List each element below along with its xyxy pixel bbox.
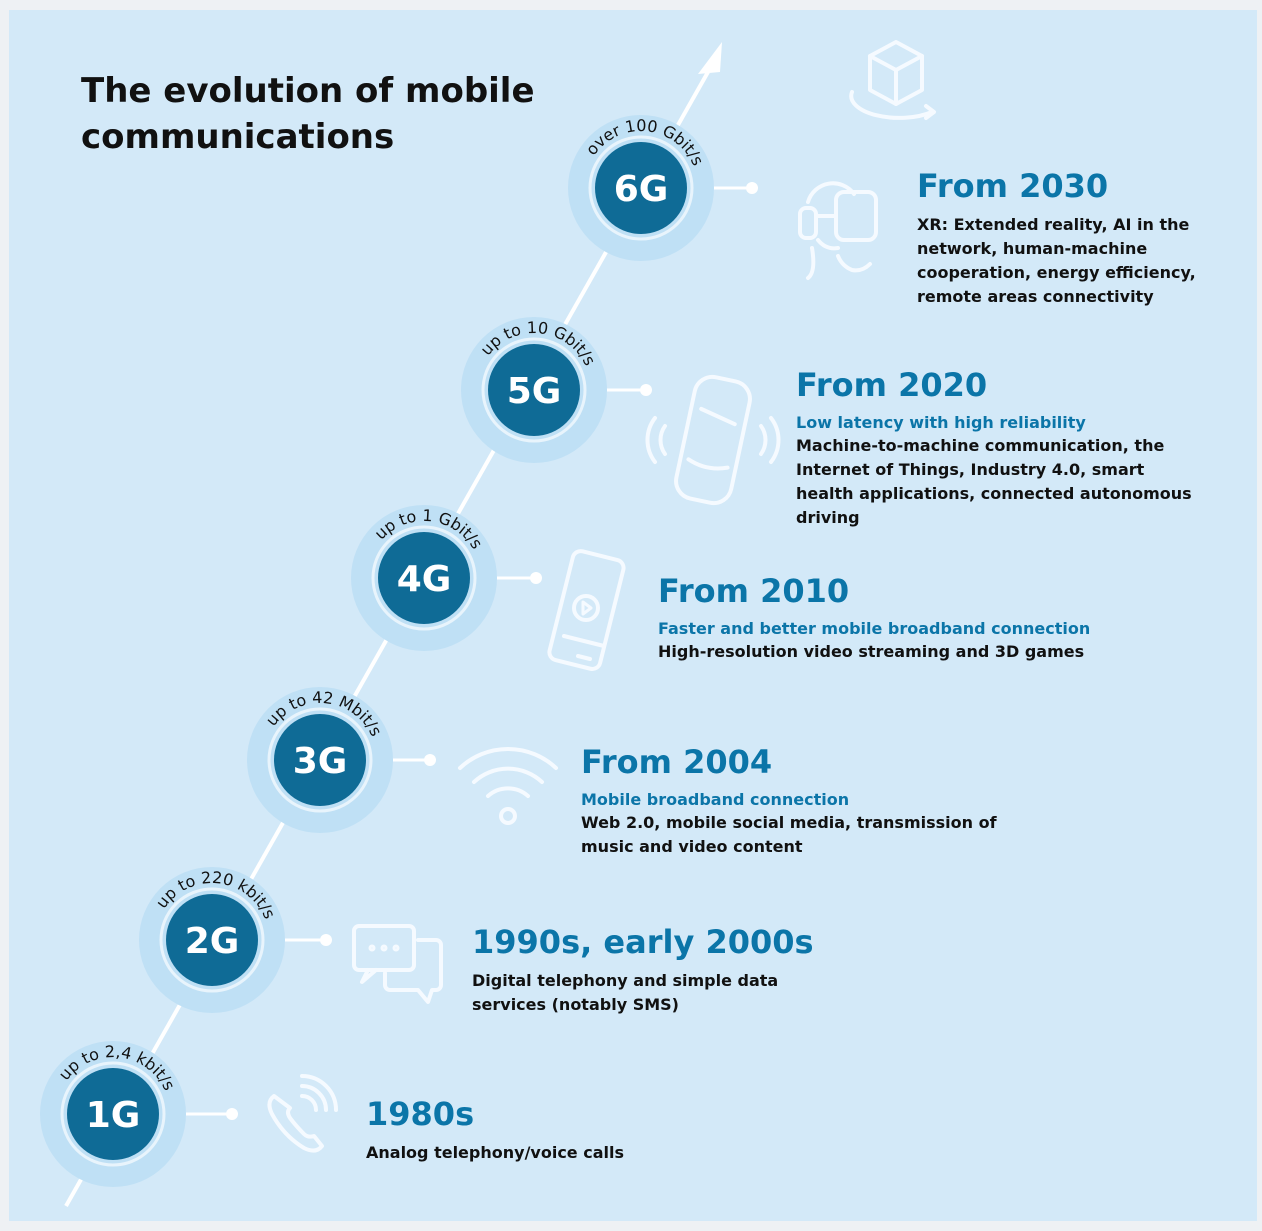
subtitle: Mobile broadband connection — [581, 790, 850, 809]
inner-ring — [159, 887, 265, 993]
smartphone-play-icon — [547, 549, 626, 671]
generation-circle — [274, 714, 366, 806]
inner-ring — [60, 1061, 166, 1167]
connector-dot — [746, 182, 758, 194]
subtitle: Low latency with high reliability — [796, 413, 1086, 432]
connector-dot — [424, 754, 436, 766]
connector-dot — [226, 1108, 238, 1120]
generation-circle — [67, 1068, 159, 1160]
connected-car-icon — [645, 374, 781, 506]
generation-label: 3G — [293, 741, 348, 782]
chat-bubbles-icon — [352, 924, 443, 1004]
phone-icon — [267, 1074, 338, 1153]
inner-ring — [267, 707, 373, 813]
description: XR: Extended reality, AI in the network,… — [917, 215, 1196, 306]
subtitle: Faster and better mobile broadband conne… — [658, 619, 1091, 638]
wifi-icon — [458, 746, 558, 825]
page-title: The evolution of mobile communications — [81, 71, 535, 157]
generation-circle — [166, 894, 258, 986]
period-heading: From 2004 — [581, 743, 773, 781]
generation-circle — [595, 142, 687, 234]
period-heading: 1990s, early 2000s — [472, 923, 814, 961]
inner-ring — [371, 525, 477, 631]
timeline-arrowhead — [698, 42, 722, 74]
generation-label: 4G — [397, 559, 452, 600]
period-heading: From 2020 — [796, 366, 988, 404]
inner-ring — [481, 337, 587, 443]
description: Digital telephony and simple data servic… — [472, 971, 779, 1014]
connector-dot — [530, 572, 542, 584]
description: Machine-to-machine communication, the In… — [796, 436, 1192, 527]
inner-ring — [588, 135, 694, 241]
generation-label: 5G — [507, 371, 562, 412]
period-heading: 1980s — [366, 1095, 475, 1133]
generation-label: 2G — [185, 921, 240, 962]
vr-headset-icon — [798, 181, 878, 280]
description: High-resolution video streaming and 3D g… — [658, 642, 1085, 661]
generation-circle — [378, 532, 470, 624]
description: Web 2.0, mobile social media, transmissi… — [581, 813, 997, 856]
connector-dot — [320, 934, 332, 946]
generation-circle — [488, 344, 580, 436]
icons-layer — [267, 40, 936, 1153]
connector-dot — [640, 384, 652, 396]
generation-label: 6G — [614, 169, 669, 210]
description: Analog telephony/voice calls — [366, 1143, 624, 1162]
generation-label: 1G — [86, 1095, 141, 1136]
3d-cube-icon — [849, 40, 936, 120]
period-heading: From 2030 — [917, 167, 1109, 205]
period-heading: From 2010 — [658, 572, 850, 610]
